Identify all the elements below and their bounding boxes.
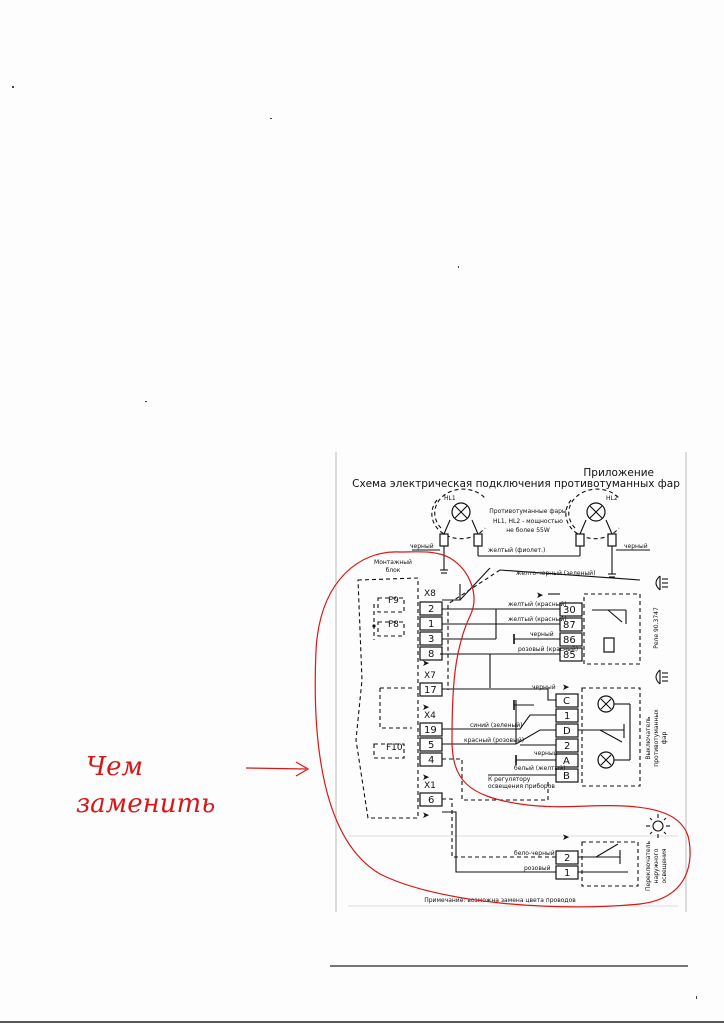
x8-pin-label: 8 (428, 649, 434, 660)
lamp-hl1-label: HL1 (444, 495, 456, 502)
wire-red-pink: красный (розовый) (464, 737, 524, 744)
sun-icon (652, 820, 664, 832)
mount-block-label-2: блок (386, 567, 401, 574)
light-switch-wires (442, 798, 556, 873)
relay-90-3747: 30 87 86 85 Реле 90.3747 (559, 593, 660, 665)
wire-black-left: черный (410, 543, 434, 550)
exterior-light-switch: 2 1 Переключатель наружного освещения ➤ (555, 814, 670, 891)
fuse-f9-label: F9 (388, 596, 399, 606)
wire-yellow-red: желтый (красный) (508, 616, 567, 623)
light-switch-label-3: освещения (661, 848, 668, 883)
wire-black: черный (534, 750, 558, 757)
handwritten-note-line-2: заменить (76, 789, 215, 819)
fuse-f9 (377, 597, 405, 613)
x8-pin-label: 2 (428, 604, 434, 615)
wire-white-yellow: белый (желтый) (514, 765, 566, 772)
fog-switch-pin-label: A (563, 756, 570, 767)
connector-x4-label: X4 (424, 711, 436, 721)
fog-switch-pin-label: 1 (564, 711, 570, 722)
ground-arrow-icon: ➤ (562, 833, 570, 843)
wire-pink-red: розовый (красный) (518, 646, 578, 653)
fog-switch-wires: ➤ (442, 683, 570, 801)
relay-pin-label: 85 (563, 650, 576, 661)
connector-x1-label: X1 (424, 781, 436, 791)
x8-pin-label: 3 (428, 634, 434, 645)
light-switch-pin-label: 1 (564, 868, 570, 879)
ground-arrow-icon: ➤ (536, 591, 544, 601)
relay-pin-label: 86 (563, 635, 576, 646)
lamp-connectors (412, 519, 650, 578)
x4-pin-label: 5 (428, 740, 434, 751)
diagram-title: Схема электрическая подключения противот… (352, 478, 680, 490)
appendix-label: Приложение (583, 467, 654, 479)
fog-switch-pin-label: B (563, 771, 570, 782)
x7-pin-label: 17 (424, 685, 437, 696)
x4-pin-label: 4 (428, 755, 434, 766)
red-annotation: Чем заменить (76, 551, 691, 908)
relay-label: Реле 90.3747 (653, 607, 660, 649)
scan-specks (12, 86, 697, 999)
red-circle-mark (314, 551, 691, 908)
fog-light-icon (655, 575, 668, 591)
connector-x8-label: X8 (424, 589, 436, 599)
connector-arrow-icon: ➤ (422, 703, 430, 713)
connector-arrow-icon: ➤ (422, 811, 430, 821)
fuse-f10 (373, 743, 405, 759)
dimmer-label-2: освещения приборов (488, 783, 555, 790)
fog-light-switch: C 1 D 2 A B Выключатель противотуманных … (555, 687, 668, 787)
fog-switch-label-1: Выключатель (645, 716, 652, 760)
red-arrow-head-icon (295, 761, 310, 777)
wire-yellow-black-route (447, 569, 501, 690)
x4-pin-label: 19 (424, 725, 437, 736)
wire-black-right: черный (624, 543, 648, 550)
light-switch-label-1: Переключатель (645, 841, 652, 891)
wire-black: черный (530, 631, 554, 638)
mount-block-outline (355, 577, 419, 819)
mount-block: Монтажный блок F9 F8 F10 X8 X7 X4 X1 ➤ ➤… (355, 559, 443, 821)
wire-blue-green: синий (зеленый) (470, 722, 522, 729)
x1-pin-label: 6 (428, 795, 434, 806)
lamps-caption-1: Противотуманные фары (489, 508, 567, 515)
wire-pink: розовый (524, 865, 551, 872)
relay-pin-label: 87 (563, 620, 576, 631)
diagram-note: Примечание: возможна замена цвета провод… (424, 897, 576, 904)
lamps-caption-3: не более 55W (506, 527, 550, 534)
relay-coil-icon (603, 637, 615, 653)
wire-yellow-red: желтый (красный) (508, 601, 567, 608)
lamp-hl2-label: HL2 (606, 495, 618, 502)
fog-lamp-hl1: HL1 (431, 488, 486, 540)
mount-block-label-1: Монтажный (374, 559, 412, 566)
fuse-f8-label: F8 (388, 620, 399, 630)
fog-switch-pin-label: D (563, 726, 571, 737)
fog-switch-pin-label: C (563, 696, 570, 707)
dimmer-label-1: К регулятору (488, 776, 531, 783)
fog-switch-label-2: противотуманных (653, 709, 660, 767)
fog-switch-label-3: фар (661, 732, 668, 745)
light-switch-pin-label: 2 (564, 853, 570, 864)
red-arrow-shaft (245, 767, 307, 770)
wire-black: черный (532, 684, 556, 691)
relay-pin-label: 30 (563, 605, 576, 616)
x8-pin-label: 1 (428, 619, 434, 630)
relay-wires: ➤ (440, 567, 560, 688)
fuse-f10-label: F10 (386, 743, 403, 753)
lamps-caption-2: HL1, HL2 - мощностью (493, 518, 563, 525)
connector-x7-label: X7 (424, 671, 436, 681)
handwritten-note-line-1: Чем (86, 752, 143, 782)
ground-arrow-icon: ➤ (562, 683, 570, 693)
connector-arrow-icon: ➤ (422, 659, 430, 669)
fuse-f8 (377, 621, 405, 637)
diagram-frame (330, 452, 688, 967)
wire-yellow-violet: желтый (фиолет.) (488, 547, 545, 554)
fog-switch-pin-label: 2 (564, 741, 570, 752)
wire-white-black: бело-черный (514, 850, 555, 857)
fog-light-icon (655, 669, 668, 685)
light-switch-label-2: наружного (653, 848, 660, 883)
connector-arrow-icon: ➤ (422, 773, 430, 783)
